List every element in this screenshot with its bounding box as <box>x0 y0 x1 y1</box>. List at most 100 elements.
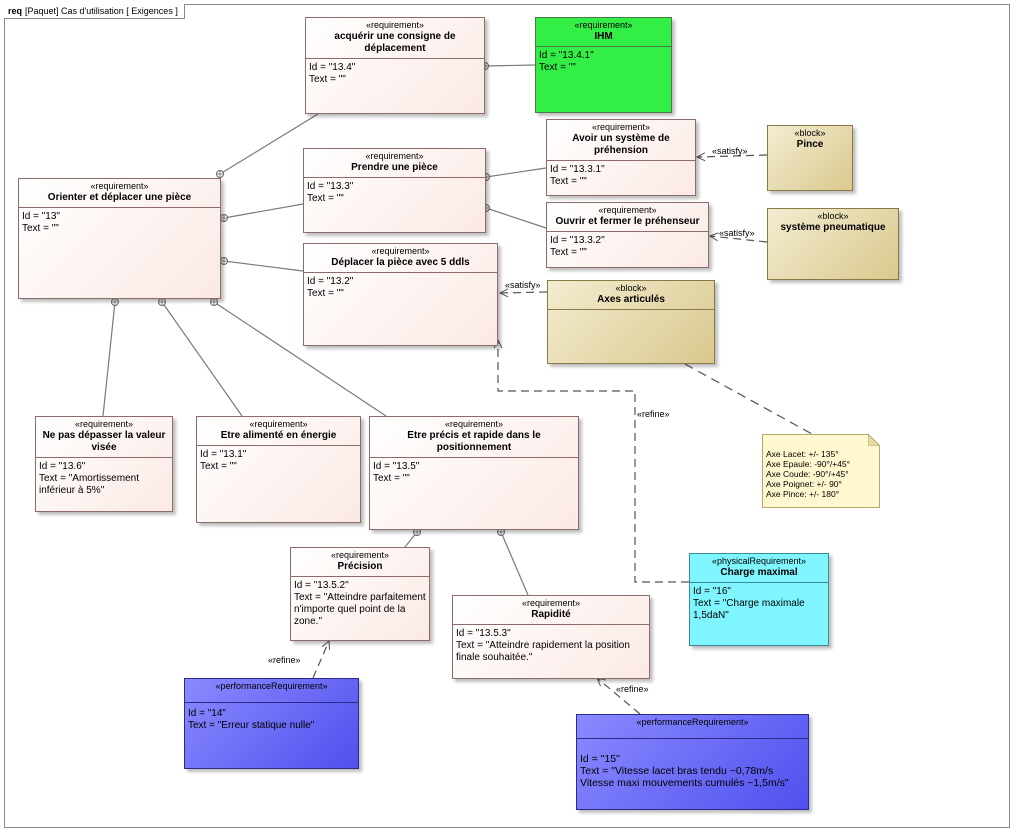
requirement-text: Text = "" <box>539 62 576 73</box>
stereotype-label: «requirement» <box>444 419 504 429</box>
requirement-id: Id = "13.3.1" <box>550 164 605 175</box>
requirement-id: Id = "13.4" <box>309 62 356 73</box>
performance-requirement-14[interactable]: «performanceRequirement» Id = "14" Text … <box>184 678 359 769</box>
stereotype-label: «performanceRequirement» <box>215 681 328 691</box>
requirement-text: Text = "" <box>22 223 59 234</box>
requirement-name: Avoir un système de préhension <box>572 133 670 156</box>
performance-requirement-15[interactable]: «performanceRequirement» Id = "15" Text … <box>576 714 809 810</box>
refine-label: «refine» <box>637 409 670 419</box>
stereotype-label: «requirement» <box>90 181 149 191</box>
requirement-text: Text = "Vitesse lacet bras tendu ~0,78m/… <box>580 765 774 777</box>
stereotype-label: «physicalRequirement» <box>711 556 807 566</box>
requirement-name: Rapidité <box>531 609 571 620</box>
requirement-text-line2: Vitesse maxi mouvements cumulés ~1,5m/s" <box>580 777 789 789</box>
requirement-13-3-2[interactable]: «requirement» Ouvrir et fermer le préhen… <box>546 202 709 268</box>
refine-label: «refine» <box>616 684 649 694</box>
requirement-13[interactable]: «requirement» Orienter et déplacer une p… <box>18 178 221 299</box>
stereotype-label: «requirement» <box>365 20 425 30</box>
requirement-id: Id = "13.5.3" <box>456 628 511 639</box>
requirement-id: Id = "13.5" <box>373 461 420 472</box>
note-line: Axe Pince: +/- 180° <box>766 489 840 499</box>
satisfy-axes <box>500 292 548 293</box>
requirement-id: Id = "13.3.2" <box>550 235 605 246</box>
refine-15 <box>597 678 641 715</box>
satisfy-label: «satisfy» <box>505 280 541 290</box>
satisfy-pneumatique <box>710 236 768 243</box>
stereotype-label: «performanceRequirement» <box>636 717 749 727</box>
containment-13-132 <box>223 260 304 272</box>
requirement-13-4-1[interactable]: «requirement» IHM Id = "13.4.1" Text = "… <box>535 17 672 113</box>
satisfy-label: «satisfy» <box>719 228 755 238</box>
requirement-13-6[interactable]: «requirement» Ne pas dépasser la valeur … <box>35 416 173 512</box>
requirement-text: Text = "" <box>309 74 346 85</box>
diagram-frame <box>4 4 1010 828</box>
requirement-name: Ouvrir et fermer le préhenseur <box>555 216 700 227</box>
requirement-13-1[interactable]: «requirement» Etre alimenté en énergie I… <box>196 416 361 523</box>
block-name: Axes articulés <box>597 294 665 305</box>
requirement-text: Text = "" <box>200 461 237 472</box>
stereotype-label: «requirement» <box>591 122 651 132</box>
stereotype-label: «requirement» <box>74 419 134 429</box>
note-line: Axe Coude: -90°/+45° <box>766 469 849 479</box>
satisfy-label: «satisfy» <box>712 146 748 156</box>
requirement-text: Text = "Amortissement inférieur à 5%" <box>39 473 142 496</box>
stereotype-label: «block» <box>794 128 826 138</box>
stereotype-label: «requirement» <box>371 246 430 256</box>
note-anchor-line <box>684 363 813 435</box>
requirement-name: Déplacer la pièce avec 5 ddls <box>331 257 470 268</box>
requirement-text: Text = "Erreur statique nulle" <box>188 720 315 731</box>
requirement-13-5-2[interactable]: «requirement» Précision Id = "13.5.2" Te… <box>290 547 430 641</box>
requirement-name: acquérir une consigne de déplacement <box>334 31 456 54</box>
requirement-id: Id = "13.5.2" <box>294 580 349 591</box>
requirement-13-5[interactable]: «requirement» Etre précis et rapide dans… <box>369 416 579 530</box>
containment-133-1332 <box>485 207 547 229</box>
requirement-id: Id = "13.1" <box>200 449 247 460</box>
requirement-text: Text = "" <box>550 247 587 258</box>
containment-13-134 <box>219 113 319 175</box>
stereotype-label: «requirement» <box>521 598 581 608</box>
block-name: système pneumatique <box>780 222 886 233</box>
axes-limits-note: Axe Lacet: +/- 135° Axe Epaule: -90°/+45… <box>762 434 880 508</box>
stereotype-label: «requirement» <box>598 205 657 215</box>
note-line: Axe Lacet: +/- 135° <box>766 449 839 459</box>
requirement-name: Etre alimenté en énergie <box>220 430 337 441</box>
note-corner-fold <box>868 434 880 446</box>
requirement-text: Text = "" <box>307 288 344 299</box>
containment-13-135 <box>213 301 387 417</box>
requirement-13-3-1[interactable]: «requirement» Avoir un système de préhen… <box>546 119 696 196</box>
stereotype-label: «requirement» <box>365 151 424 161</box>
requirement-id: Id = "13.4.1" <box>539 50 594 61</box>
containment-13-131 <box>161 301 243 417</box>
containment-13-136 <box>102 301 116 417</box>
requirement-id: Id = "15" <box>580 753 620 765</box>
requirement-name: Charge maximal <box>720 567 798 578</box>
requirement-id: Id = "13.2" <box>307 276 354 287</box>
requirement-13-3[interactable]: «requirement» Prendre une pièce Id = "13… <box>303 148 486 233</box>
block-axes-articules[interactable]: «block» Axes articulés <box>547 280 715 364</box>
requirement-13-2[interactable]: «requirement» Déplacer la pièce avec 5 d… <box>303 243 498 346</box>
satisfy-pince <box>697 155 768 157</box>
requirement-id: Id = "13" <box>22 211 60 222</box>
requirement-13-4[interactable]: «requirement» acquérir une consigne de d… <box>305 17 485 114</box>
requirement-13-5-3[interactable]: «requirement» Rapidité Id = "13.5.3" Tex… <box>452 595 650 679</box>
requirement-text: Text = "Atteindre rapidement la position… <box>456 640 633 663</box>
requirement-id: Id = "16" <box>693 586 731 597</box>
requirement-name: Précision <box>337 561 383 572</box>
note-line: Axe Epaule: -90°/+45° <box>766 459 851 469</box>
requirement-id: Id = "14" <box>188 708 226 719</box>
frame-title: [Paquet] Cas d'utilisation [ Exigences ] <box>25 6 178 16</box>
physical-requirement-16[interactable]: «physicalRequirement» Charge maximal Id … <box>689 553 829 646</box>
refine-label: «refine» <box>268 655 301 665</box>
refine-14 <box>312 641 329 679</box>
frame-keyword: req <box>8 6 23 16</box>
block-pince[interactable]: «block» Pince <box>767 125 853 191</box>
stereotype-label: «requirement» <box>574 20 633 30</box>
block-systeme-pneumatique[interactable]: «block» système pneumatique <box>767 208 899 280</box>
requirement-text: Text = "" <box>373 473 410 484</box>
requirement-id: Id = "13.6" <box>39 461 86 472</box>
requirement-id: Id = "13.3" <box>307 181 354 192</box>
containment-13-133 <box>223 203 304 219</box>
requirement-text: Text = "Charge maximale 1,5daN" <box>693 598 808 621</box>
requirement-text: Text = "" <box>307 193 344 204</box>
